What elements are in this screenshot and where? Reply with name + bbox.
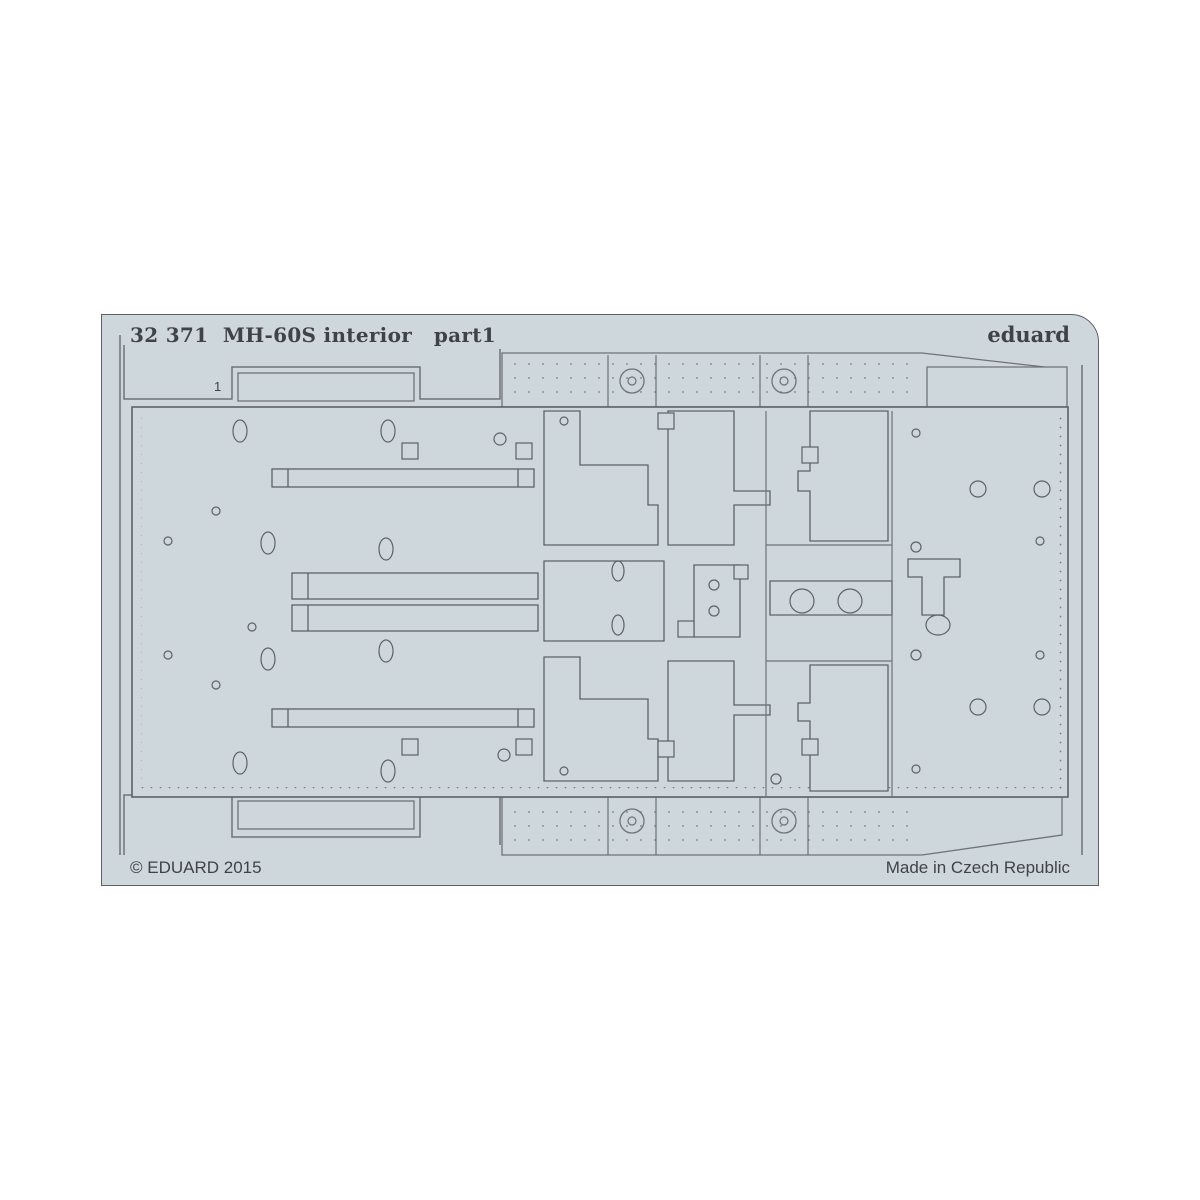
upper-panel-strips	[237, 352, 1068, 408]
origin-notice: Made in Czech Republic	[885, 858, 1070, 877]
brand-logo-text: eduard	[987, 322, 1070, 347]
fret-parts-drawing	[119, 335, 1083, 856]
part-number-label: 1	[214, 379, 222, 394]
copyright-notice: © EDUARD 2015	[130, 858, 262, 877]
seat-base-plates	[543, 410, 961, 792]
fret-title: 32 371 MH-60S interior part1	[130, 323, 496, 347]
mounting-holes	[163, 416, 1051, 785]
photo-etch-fret: 32 371 MH-60S interior part1 eduard 1 © …	[101, 314, 1099, 886]
strap-bars	[271, 468, 539, 728]
lower-panel-strips	[237, 796, 1063, 856]
bay-divider-lines	[765, 411, 893, 797]
bracket-tabs	[401, 412, 819, 758]
